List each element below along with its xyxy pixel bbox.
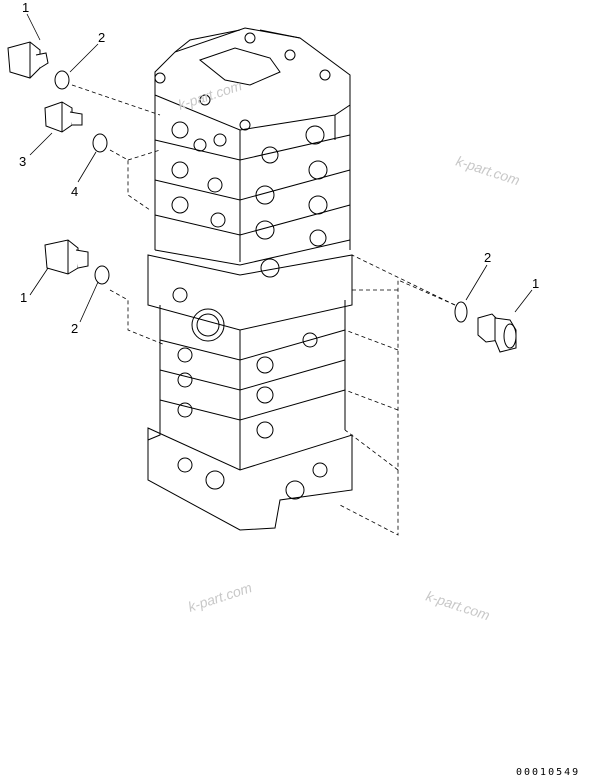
callout-oring-small: 4	[71, 184, 78, 199]
callout-leaders	[26, 13, 533, 323]
callout-plug-right: 1	[532, 276, 539, 291]
watermark: k-part.com	[424, 588, 492, 624]
oring-right	[454, 301, 468, 323]
control-valve-assembly	[147, 27, 353, 531]
callout-plug-mid: 1	[20, 290, 27, 305]
valve-port-holes	[154, 32, 331, 500]
callout-oring-right: 2	[484, 250, 491, 265]
watermark: k-part.com	[454, 153, 522, 189]
watermark: k-part.com	[176, 77, 244, 113]
watermark: k-part.com	[186, 579, 254, 615]
oring-small	[92, 133, 108, 153]
plug-small	[44, 101, 83, 133]
callout-oring-mid: 2	[71, 321, 78, 336]
callout-plug-small: 3	[19, 154, 26, 169]
callout-oring-top: 2	[98, 30, 105, 45]
plug-right	[477, 313, 517, 353]
oring-top	[54, 70, 70, 90]
plug-mid	[44, 239, 89, 275]
leader-lines	[71, 84, 456, 536]
oring-mid	[94, 265, 110, 285]
plug-top	[7, 41, 49, 79]
callout-plug-top: 1	[22, 0, 29, 15]
drawing-code: 00010549	[516, 767, 580, 778]
